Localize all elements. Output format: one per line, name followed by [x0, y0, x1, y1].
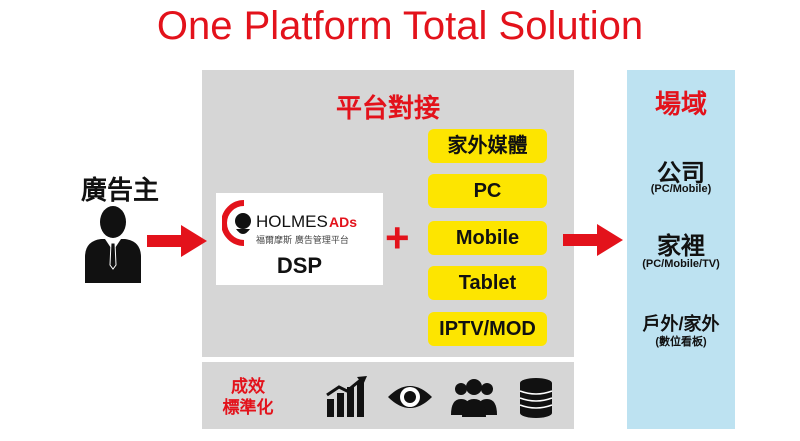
channel-pc: PC: [428, 174, 547, 208]
plus-icon: +: [385, 214, 410, 261]
domain-item-office: 公司: [657, 160, 705, 187]
domain-title: 場域: [654, 89, 707, 119]
domain-item-home: 家裡: [657, 233, 705, 260]
dsp-card: HOLMES ADs 福爾摩斯 廣告管理平台 DSP: [216, 193, 383, 285]
metrics-label-line2: 標準化: [222, 398, 274, 417]
channel-iptv: IPTV/MOD: [428, 312, 547, 346]
domain-item-home-sub: (PC/Mobile/TV): [642, 258, 720, 270]
domain-panel: [627, 70, 735, 429]
metrics-label-line1: 成效: [231, 377, 265, 396]
logo-text: HOLMES: [256, 212, 328, 231]
arrow-right-icon: [563, 224, 623, 256]
logo-ads-text: ADs: [329, 214, 357, 230]
domain-item-outdoor: 戶外/家外: [642, 314, 720, 334]
domain-item-office-sub: (PC/Mobile): [650, 183, 712, 195]
bar-chart-growth-icon: [326, 376, 367, 417]
logo-subtitle: 福爾摩斯 廣告管理平台: [256, 234, 349, 246]
page-title: One Platform Total Solution: [156, 4, 644, 48]
coin-stack-icon: [519, 378, 553, 418]
metrics-panel: [202, 362, 574, 429]
channel-tablet: Tablet: [428, 266, 547, 300]
arrow-right-icon: [147, 225, 207, 257]
businessman-icon: [85, 206, 141, 283]
people-group-icon: [451, 379, 497, 417]
dsp-label: DSP: [276, 253, 323, 278]
advertiser-label: 廣告主: [80, 175, 159, 205]
platform-title: 平台對接: [335, 93, 440, 123]
metrics-label: 成效 標準化: [218, 376, 278, 418]
eye-icon: [388, 386, 432, 408]
domain-item-outdoor-sub: (數位看板): [655, 336, 707, 348]
holmes-ads-logo: HOLMES ADs 福爾摩斯 廣告管理平台: [222, 200, 357, 246]
channel-ooh: 家外媒體: [428, 129, 547, 163]
channel-mobile: Mobile: [428, 221, 547, 255]
